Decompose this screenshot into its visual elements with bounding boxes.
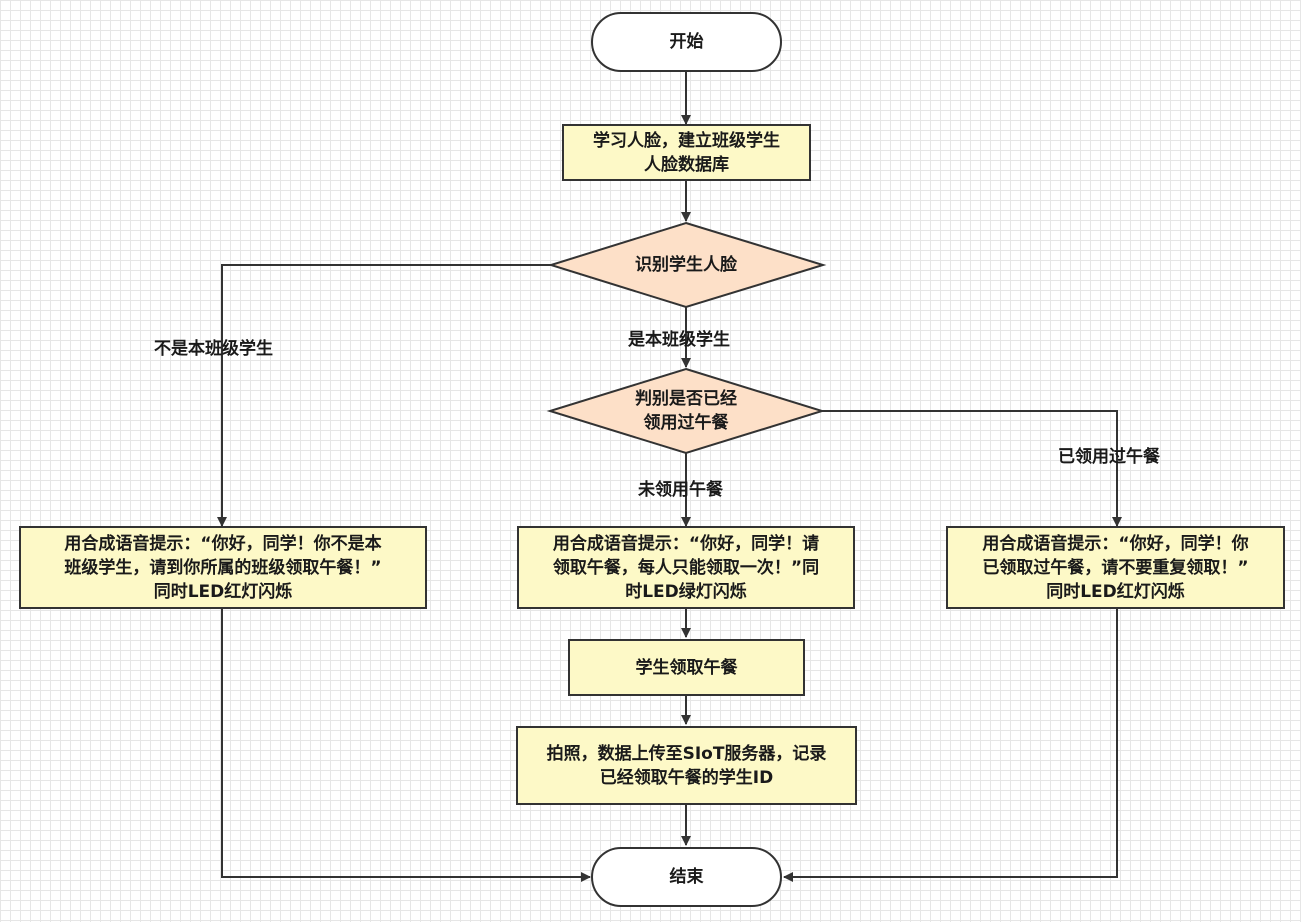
edge-label-already-taken: 已领用过午餐 bbox=[1058, 447, 1160, 467]
photo-upload-box: 拍照，数据上传至SIoT服务器，记录 已经领取午餐的学生ID bbox=[516, 726, 857, 805]
edge-notclass-end bbox=[221, 609, 591, 882]
not-class-message-box: 用合成语音提示：“你好，同学！你不是本 班级学生，请到你所属的班级领取午餐！” … bbox=[19, 526, 427, 609]
not-class-message-label: 用合成语音提示：“你好，同学！你不是本 班级学生，请到你所属的班级领取午餐！” … bbox=[64, 533, 382, 602]
take-lunch-box: 学生领取午餐 bbox=[568, 639, 805, 696]
take-lunch-label: 学生领取午餐 bbox=[635, 657, 738, 678]
edge-recognize-notclass bbox=[217, 264, 551, 527]
edge-label-not-class: 不是本班级学生 bbox=[154, 339, 273, 359]
edge-already-end bbox=[783, 609, 1118, 882]
end-label: 结束 bbox=[669, 867, 704, 887]
decision-judge-shape bbox=[546, 367, 826, 455]
edge-label-not-taken: 未领用午餐 bbox=[638, 480, 723, 500]
already-taken-message-box: 用合成语音提示：“你好，同学！你 已领取过午餐，请不要重复领取！” 同时LED红… bbox=[946, 526, 1285, 609]
edge-judge-already bbox=[822, 410, 1122, 527]
already-taken-message-label: 用合成语音提示：“你好，同学！你 已领取过午餐，请不要重复领取！” 同时LED红… bbox=[982, 533, 1249, 602]
start-node: 开始 bbox=[591, 12, 782, 72]
learn-faces-box: 学习人脸，建立班级学生 人脸数据库 bbox=[562, 124, 811, 181]
decision-recognize-shape bbox=[547, 221, 827, 309]
edge-label-is-class: 是本班级学生 bbox=[628, 330, 730, 350]
ok-message-label: 用合成语音提示：“你好，同学！请 领取午餐，每人只能领取一次！”同 时LED绿灯… bbox=[552, 533, 820, 602]
end-node: 结束 bbox=[591, 847, 782, 907]
photo-upload-label: 拍照，数据上传至SIoT服务器，记录 已经领取午餐的学生ID bbox=[546, 743, 827, 788]
learn-faces-label: 学习人脸，建立班级学生 人脸数据库 bbox=[593, 130, 780, 175]
ok-message-box: 用合成语音提示：“你好，同学！请 领取午餐，每人只能领取一次！”同 时LED绿灯… bbox=[517, 526, 855, 609]
start-label: 开始 bbox=[669, 32, 704, 52]
